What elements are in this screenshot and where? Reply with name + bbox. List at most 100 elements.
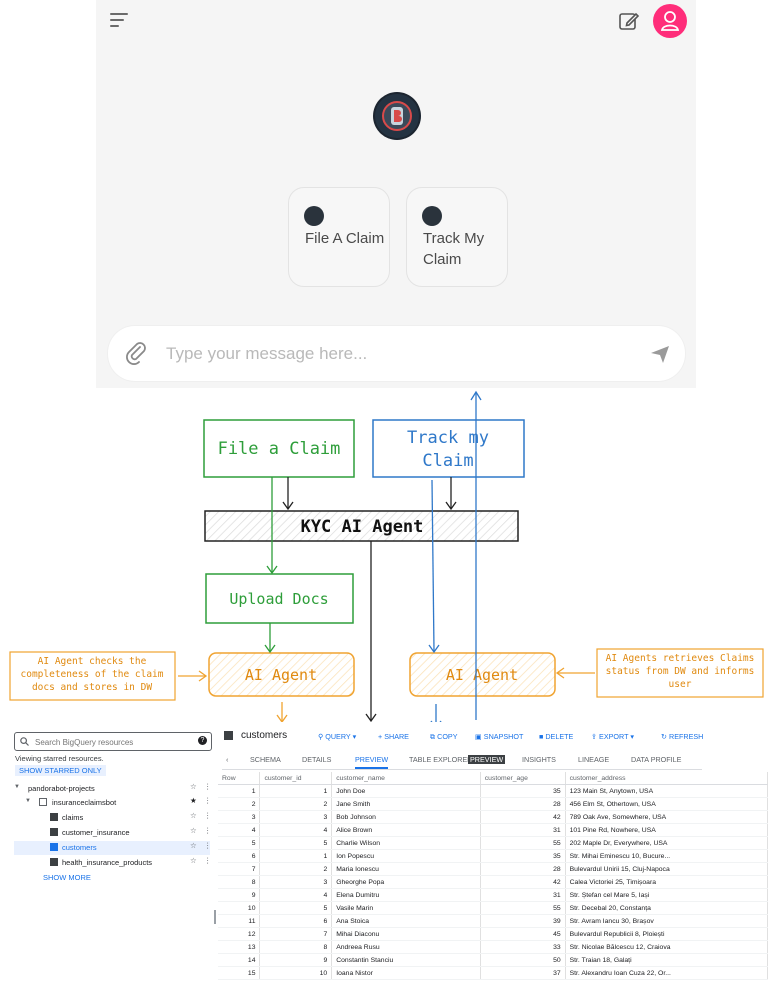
tree-table-claims[interactable]: claims ☆ ⋮ bbox=[14, 811, 212, 825]
chat-window: File A Claim Track My Claim bbox=[96, 0, 696, 388]
menu-icon[interactable] bbox=[110, 13, 130, 29]
tab-insights[interactable]: INSIGHTS bbox=[522, 755, 556, 764]
snapshot-button[interactable]: ▣ SNAPSHOT bbox=[475, 732, 524, 741]
user-avatar-icon[interactable] bbox=[653, 4, 687, 38]
table-cell: 3 bbox=[218, 810, 261, 824]
tab-table-explorer[interactable]: TABLE EXPLORER bbox=[409, 755, 473, 764]
tab-details[interactable]: DETAILS bbox=[302, 755, 332, 764]
bot-mini-icon bbox=[422, 206, 442, 226]
tree-project[interactable]: ▼ pandorabot-projects ☆ ⋮ bbox=[14, 782, 212, 793]
column-header[interactable]: Row bbox=[218, 772, 261, 785]
note-right-line1: AI Agents retrieves Claims bbox=[606, 653, 755, 664]
resize-handle[interactable] bbox=[214, 910, 216, 924]
attach-icon[interactable] bbox=[124, 341, 148, 365]
delete-button[interactable]: ■ DELETE bbox=[539, 732, 574, 741]
table-cell: 202 Maple Dr, Everywhere, USA bbox=[565, 836, 768, 850]
table-cell: 14 bbox=[218, 953, 261, 967]
add-person-icon: + bbox=[378, 732, 383, 741]
table-cell: Mihai Diaconu bbox=[331, 927, 481, 941]
trash-icon: ■ bbox=[539, 732, 544, 741]
green-arrows bbox=[264, 477, 278, 654]
table-cell: 42 bbox=[480, 810, 566, 824]
tabs-back-icon[interactable]: ‹ bbox=[226, 755, 229, 764]
send-icon[interactable] bbox=[649, 343, 671, 365]
note-right-line3: user bbox=[669, 679, 692, 690]
table-cell: 42 bbox=[480, 875, 566, 889]
table-cell: 789 Oak Ave, Somewhere, USA bbox=[565, 810, 768, 824]
star-icon: ☆ bbox=[190, 826, 197, 835]
table-cell: Ioana Nistor bbox=[331, 966, 481, 980]
snapshot-icon: ▣ bbox=[475, 732, 482, 741]
table-cell: 5 bbox=[259, 836, 333, 850]
table-cell: Jane Smith bbox=[331, 797, 481, 811]
column-header[interactable]: customer_name bbox=[331, 772, 481, 785]
table-cell: 33 bbox=[480, 940, 566, 954]
table-cell: 456 Elm St, Othertown, USA bbox=[565, 797, 768, 811]
table-cell: 15 bbox=[218, 966, 261, 980]
search-box[interactable]: ? bbox=[14, 732, 212, 751]
tab-lineage[interactable]: LINEAGE bbox=[578, 755, 610, 764]
more-icon: ⋮ bbox=[204, 796, 212, 805]
column-header[interactable]: customer_address bbox=[565, 772, 768, 785]
table-cell: 8 bbox=[218, 875, 261, 889]
table-cell: Str. Mihai Eminescu 10, Bucure... bbox=[565, 849, 768, 863]
bot-mini-icon bbox=[304, 206, 324, 226]
table-cell: Str. Alexandru Ioan Cuza 22, Or... bbox=[565, 966, 768, 980]
show-more-button[interactable]: SHOW MORE bbox=[43, 873, 91, 882]
tab-data-profile[interactable]: DATA PROFILE bbox=[631, 755, 682, 764]
query-button[interactable]: ⚲ QUERY ▾ bbox=[318, 732, 357, 741]
table-cell: 10 bbox=[218, 901, 261, 915]
tree-dataset[interactable]: ▼ insuranceclaimsbot ★ ⋮ bbox=[25, 796, 212, 807]
share-button[interactable]: + SHARE bbox=[378, 732, 409, 741]
column-header[interactable]: customer_id bbox=[259, 772, 333, 785]
tab-preview[interactable]: PREVIEW bbox=[355, 755, 389, 769]
copy-icon: ⧉ bbox=[430, 732, 436, 741]
table-cell: 12 bbox=[218, 927, 261, 941]
table-cell: Constantin Stanciu bbox=[331, 953, 481, 967]
message-input[interactable] bbox=[164, 340, 628, 368]
track-claim-card[interactable]: Track My Claim bbox=[406, 187, 508, 287]
column-header[interactable]: customer_age bbox=[480, 772, 566, 785]
ai-agent-right-label: AI Agent bbox=[446, 666, 518, 684]
note-left-line2: completeness of the claim bbox=[21, 669, 164, 680]
file-claim-card[interactable]: File A Claim bbox=[288, 187, 390, 287]
tree-table-customers[interactable]: customers ☆ ⋮ bbox=[14, 841, 212, 855]
note-right-line2: status from DW and informs bbox=[606, 666, 755, 677]
tab-schema[interactable]: SCHEMA bbox=[250, 755, 281, 764]
show-starred-button[interactable]: SHOW STARRED ONLY bbox=[15, 765, 106, 776]
table-icon bbox=[50, 813, 58, 821]
search-input[interactable] bbox=[33, 734, 197, 750]
note-left-box bbox=[9, 651, 176, 701]
help-icon[interactable]: ? bbox=[198, 736, 207, 745]
table-cell: 123 Main St, Anytown, USA bbox=[565, 784, 768, 798]
dataset-icon bbox=[39, 798, 47, 806]
table-cell: Charlie Wilson bbox=[331, 836, 481, 850]
blue-arrows bbox=[428, 390, 482, 730]
table-cell: Str. Nicolae Bălcescu 12, Craiova bbox=[565, 940, 768, 954]
copy-button[interactable]: ⧉ COPY bbox=[430, 732, 458, 741]
orange-arrows bbox=[178, 667, 595, 724]
export-button[interactable]: ⇪ EXPORT ▾ bbox=[591, 732, 634, 741]
tree-table-customer-insurance[interactable]: customer_insurance ☆ ⋮ bbox=[14, 826, 212, 840]
tree-table-health-products[interactable]: health_insurance_products ☆ ⋮ bbox=[14, 856, 212, 870]
refresh-button[interactable]: ↻ REFRESH bbox=[661, 732, 704, 741]
table-icon bbox=[50, 843, 58, 851]
new-chat-icon[interactable] bbox=[618, 10, 640, 32]
ai-agent-left-label: AI Agent bbox=[245, 666, 317, 684]
